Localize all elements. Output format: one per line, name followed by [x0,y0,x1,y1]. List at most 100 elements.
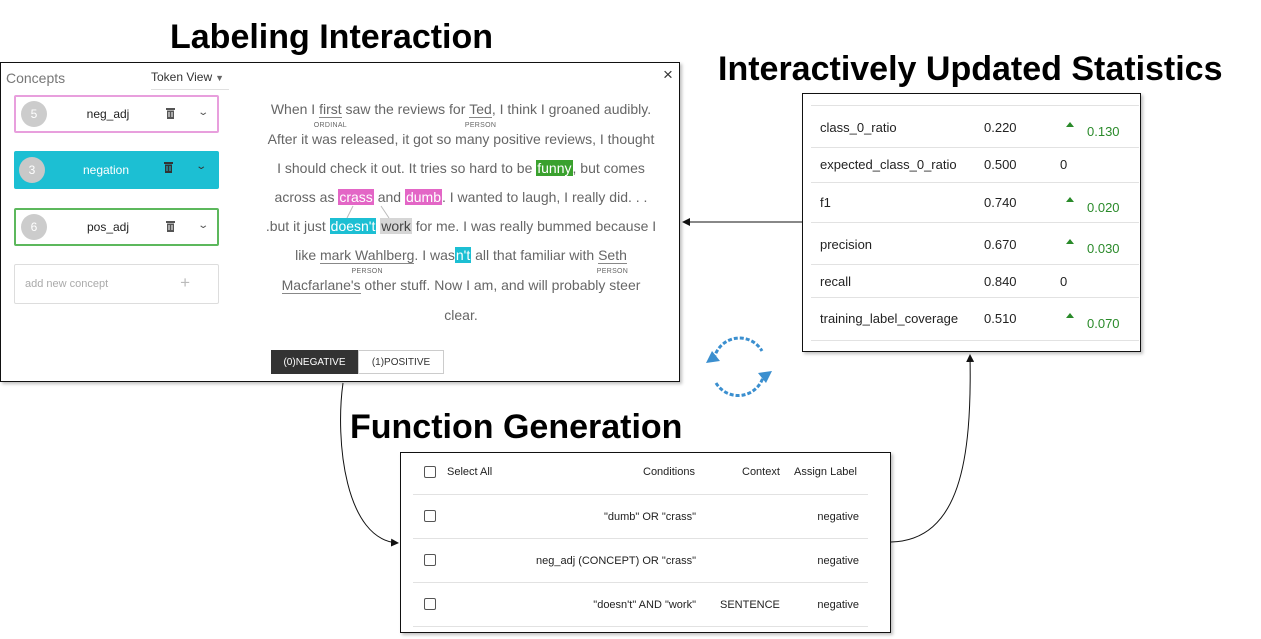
add-concept-placeholder: add new concept [25,278,109,290]
stat-row: training_label_coverage 0.510 0.070 [811,297,1139,341]
text-line: Macfarlane's other stuff. Now I am, and … [251,277,671,294]
text-span: saw the reviews for [341,101,470,117]
function-generation-panel: Select All Conditions Context Assign Lab… [400,452,891,633]
text-span: all that familiar with [471,247,599,263]
concept-count-badge: 6 [21,214,47,240]
token-nt[interactable]: n't [454,247,472,263]
stat-name: recall [820,274,852,289]
trash-icon[interactable] [166,221,175,232]
text-span: After it was released, it got so many po… [267,131,655,147]
stat-change: 0.130 [1087,124,1120,139]
concept-name: pos_adj [86,220,130,234]
increase-arrow-icon [1066,313,1074,318]
token-link-lines [346,205,390,219]
stat-value: 0.500 [984,157,1017,172]
token-funny[interactable]: funny [536,160,573,176]
entity-text: first [319,101,342,117]
context-header: Context [742,466,780,478]
text-span: , but comes [572,160,645,176]
text-span: When I [270,101,320,117]
text-line: clear. [251,307,671,323]
conditions-header: Conditions [643,466,695,478]
text-span: and [373,189,405,205]
text-line: I should check it out. It tries so hard … [251,160,671,176]
label-button-group: (0)NEGATIVE (1)POSITIVE [271,350,444,374]
stat-value: 0.740 [984,195,1017,210]
stat-value: 0.510 [984,311,1017,326]
concept-name: negation [82,163,130,177]
token-work[interactable]: work [380,218,412,234]
trash-icon[interactable] [166,108,175,119]
token-crass[interactable]: crass [338,189,374,205]
function-conditions: "dumb" OR "crass" [603,511,696,523]
negative-label-button[interactable]: (0)NEGATIVE [271,350,358,374]
function-generation-title: Function Generation [350,408,683,446]
text-span: . I wanted to laugh, I really did. . . [441,189,648,205]
token-dumb[interactable]: dumb [404,189,442,205]
assign-label-header: Assign Label [794,466,857,478]
stat-name: training_label_coverage [820,311,959,326]
row-divider [413,538,868,539]
function-conditions: neg_adj (CONCEPT) OR "crass" [535,555,696,567]
text-span: for me. I was really bummed because I [411,218,657,234]
select-all-checkbox[interactable] [424,466,436,478]
entity-tag: PERSON [351,268,383,275]
entity-text: Seth [598,247,627,263]
concept-card-negation[interactable]: 3 negation ⌄ [14,151,219,189]
text-line: .but it just doesn't work for me. I was … [251,218,671,234]
chevron-down-icon[interactable]: ⌄ [197,107,210,118]
function-row-checkbox[interactable] [424,554,436,566]
entity-tag: PERSON [464,122,497,129]
labeling-interaction-title: Labeling Interaction [170,18,494,56]
stat-row: f1 0.740 0.020 [811,182,1139,223]
entity-text: Ted [469,101,492,117]
text-span: .but it just [265,218,330,234]
text-span: other stuff. Now I am, and will probably… [360,277,641,293]
stat-row: recall 0.840 0 [811,264,1139,298]
stat-change: 0.020 [1087,200,1120,215]
refresh-cycle-icon [706,336,772,397]
token-view-label: Token View [151,70,213,84]
increase-arrow-icon [1066,122,1074,127]
row-divider [413,582,868,583]
function-context: SENTENCE [720,599,780,611]
statistics-panel: class_0_ratio 0.220 0.130 expected_class… [802,93,1141,352]
function-row-checkbox[interactable] [424,510,436,522]
text-span: clear. [444,307,478,323]
stat-row: class_0_ratio 0.220 0.130 [811,105,1139,148]
stat-name: class_0_ratio [820,120,897,135]
concept-card-pos-adj[interactable]: 6 pos_adj ⌄ [14,208,219,246]
concept-count-badge: 3 [19,157,45,183]
chevron-down-icon[interactable]: ⌄ [195,161,208,172]
function-row-checkbox[interactable] [424,598,436,610]
stat-change: 0 [1060,157,1068,172]
close-icon[interactable]: × [663,65,673,84]
entity-macfarlanes[interactable]: Macfarlane's [281,277,361,294]
stat-name: expected_class_0_ratio [820,157,957,172]
labeling-panel: Concepts Token View▼ × 5 neg_adj ⌄ 3 neg… [0,62,680,382]
text-span: I should check it out. It tries so hard … [277,160,537,176]
text-line: across as crass and dumb. I wanted to la… [251,189,671,205]
stat-change: 0.030 [1087,241,1120,256]
increase-arrow-icon [1066,239,1074,244]
entity-text: mark Wahlberg [320,247,415,263]
positive-label-button[interactable]: (1)POSITIVE [358,350,444,374]
concept-card-neg-adj[interactable]: 5 neg_adj ⌄ [14,95,219,133]
entity-tag: PERSON [596,268,629,275]
row-divider [413,494,868,495]
trash-icon[interactable] [164,162,173,173]
token-view-dropdown[interactable]: Token View▼ [151,70,224,84]
plus-icon[interactable]: + [180,273,190,292]
function-label: negative [817,511,859,523]
concept-count-badge: 5 [21,101,47,127]
text-line: After it was released, it got so many po… [251,131,671,147]
add-concept-field[interactable]: add new concept + [14,264,219,304]
text-span: . I was [414,247,455,263]
token-doesnt[interactable]: doesn't [329,218,377,234]
chevron-down-icon[interactable]: ⌄ [197,220,210,231]
